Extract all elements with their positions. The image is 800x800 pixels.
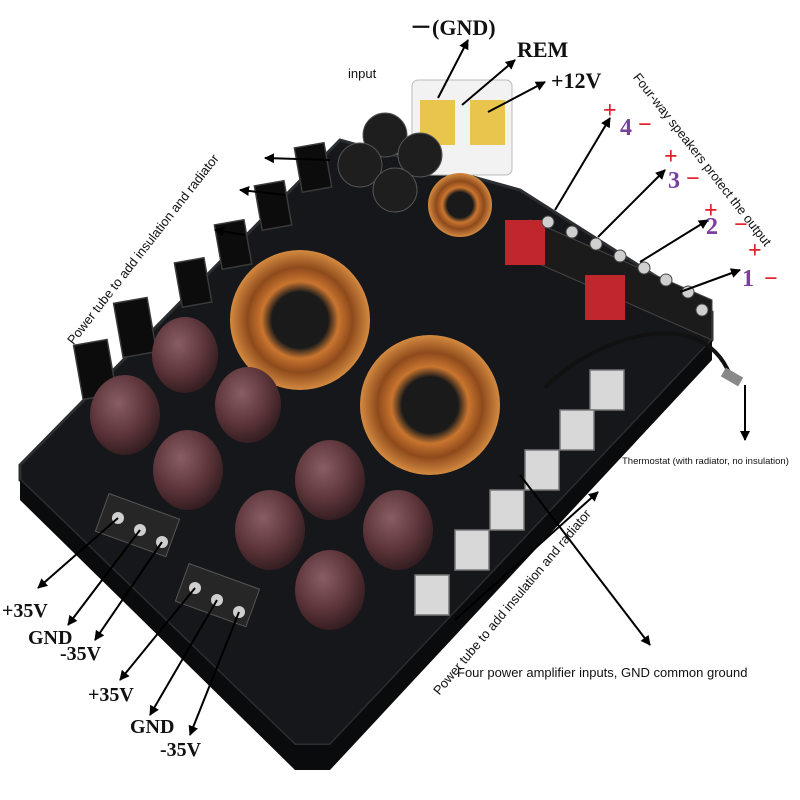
toroid-inductor-2 [360, 335, 500, 475]
supply1-plus-label: +35V [2, 600, 48, 622]
gnd-input-label: －(GND) [410, 15, 496, 40]
thermostat-probe [543, 331, 744, 390]
pcb-board-edge [20, 340, 712, 770]
channel-3-number: 3 [668, 168, 680, 194]
rem-label: REM [517, 37, 569, 62]
thermostat-label: Thermostat (with radiator, no insulation… [622, 456, 789, 467]
input-inductor [428, 173, 492, 237]
power-tubes-right [414, 369, 625, 616]
toroid-inductor-1 [230, 250, 370, 390]
channel-3-minus: − [686, 166, 700, 192]
channel-2-plus: + [704, 198, 718, 224]
channel-1-number: 1 [742, 266, 754, 292]
amp-inputs-label: Four power amplifier inputs, GND common … [457, 665, 748, 680]
channel-1-minus: − [764, 266, 778, 292]
speaker-output-terminals [505, 219, 713, 341]
channel-4-minus: − [638, 112, 652, 138]
supply2-plus-label: +35V [88, 684, 134, 706]
supply1-gnd-label: GND [28, 627, 73, 649]
channel-4-number: 4 [620, 115, 632, 141]
annotation-arrows [37, 39, 750, 736]
input-label: input [348, 66, 377, 81]
channel-2-number: 2 [706, 214, 718, 240]
filter-capacitors-top [337, 112, 443, 213]
supply2-minus-label: -35V [160, 739, 202, 761]
power-tubes-left [72, 141, 333, 401]
plus12v-label: +12V [551, 68, 602, 93]
channel-1-plus: + [748, 238, 762, 264]
supply1-minus-label: -35V [60, 643, 102, 665]
channel-4-plus: + [603, 98, 617, 124]
channel-3-plus: + [664, 144, 678, 170]
supply2-gnd-label: GND [130, 716, 175, 738]
main-capacitors [90, 317, 433, 630]
channel-2-minus: − [734, 212, 748, 238]
